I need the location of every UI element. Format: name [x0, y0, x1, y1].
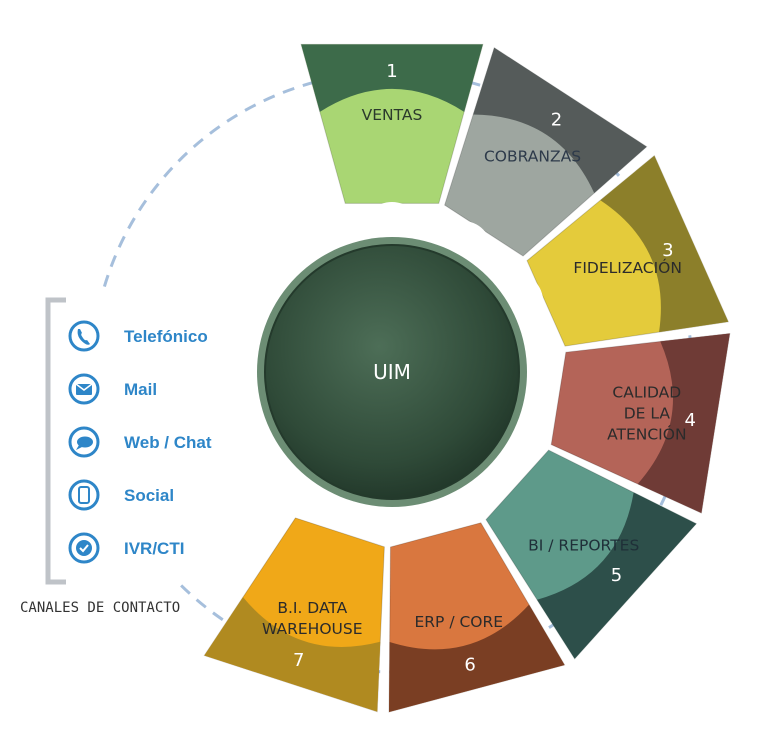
channel-label: IVR/CTI [124, 539, 184, 558]
segment-number: 5 [611, 565, 622, 586]
segment-label: VENTAS [362, 106, 423, 124]
segment-7: 7 B.I. DATA WAREHOUSE [203, 517, 385, 713]
channel-item: IVR/CTI [68, 532, 184, 564]
segment-label: COBRANZAS [484, 148, 581, 166]
segment-number: 1 [386, 61, 397, 82]
channel-item: Telefónico [68, 320, 208, 352]
phone-icon [68, 320, 100, 352]
chat-icon [68, 426, 100, 458]
segment-label: DE LA [624, 404, 671, 422]
channel-label: Telefónico [124, 327, 208, 346]
segment-label: CALIDAD [612, 383, 681, 401]
segment-label: ATENCIÓN [607, 424, 686, 443]
segment-label: ERP / CORE [414, 613, 503, 631]
segment-cap [637, 333, 730, 513]
segment-label: FIDELIZACIÓN [573, 258, 682, 277]
segment-cap [204, 597, 381, 712]
mobile-icon [68, 479, 100, 511]
channel-item: Social [68, 479, 174, 511]
segment-cap [537, 492, 697, 659]
channel-item: Web / Chat [68, 426, 212, 458]
channel-item: Mail [68, 373, 157, 405]
segment-number: 4 [685, 410, 696, 431]
segment-cap [301, 44, 483, 112]
segment-cap [389, 604, 565, 712]
segment-5: 5 BI / REPORTES [485, 449, 698, 660]
segment-number: 2 [551, 110, 562, 131]
segment-number: 6 [464, 655, 475, 676]
channel-label: Social [124, 486, 174, 505]
hub-label: UIM [373, 360, 411, 384]
mail-icon [68, 373, 100, 405]
segment-number: 7 [293, 650, 304, 671]
segment-6: 6 ERP / CORE [388, 522, 566, 713]
segment-cap [600, 155, 729, 333]
check-icon [68, 532, 100, 564]
channel-label: Web / Chat [124, 433, 212, 452]
segment-label: BI / REPORTES [528, 537, 639, 555]
channels-caption: CANALES DE CONTACTO [20, 600, 180, 616]
channel-label: Mail [124, 380, 157, 399]
segment-cap [473, 47, 647, 194]
segment-number: 3 [662, 240, 673, 261]
segment-label: B.I. DATA [277, 599, 347, 617]
segment-label: WAREHOUSE [262, 620, 362, 638]
hub-circle [264, 244, 520, 500]
